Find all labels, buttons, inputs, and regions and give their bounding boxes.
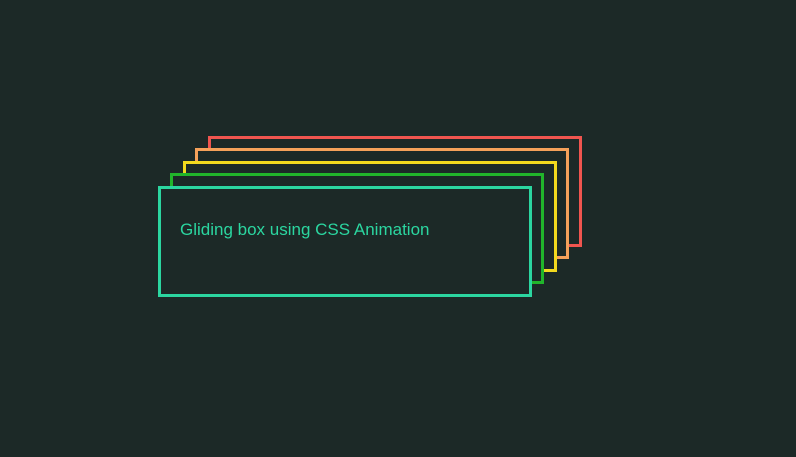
gliding-box-label: Gliding box using CSS Animation — [180, 220, 430, 239]
gliding-box: Gliding box using CSS Animation — [158, 186, 532, 297]
